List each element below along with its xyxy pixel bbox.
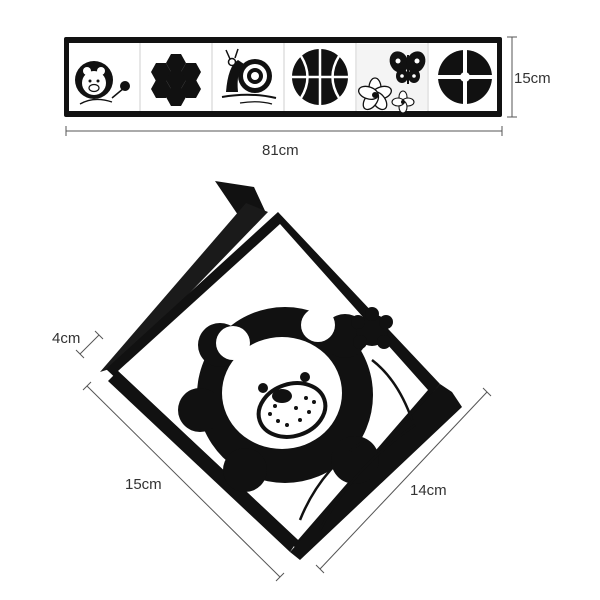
strip-width-dimension [65,126,503,136]
butterfly-flowers-icon [357,44,427,114]
strip-width-label: 81cm [262,142,299,159]
ball-icon [292,49,348,105]
lion-illustration [178,307,416,531]
cube-right-label: 14cm [410,482,447,499]
four-petal-icon [438,50,492,104]
cube-left-dimension [82,381,285,582]
lion-icon [75,61,130,105]
cloth-strip [64,37,502,117]
hexagon-cluster-icon [151,54,201,106]
cube-thickness-dimension [75,330,104,359]
cube-thickness-label: 4cm [52,330,81,347]
strip-height-dimension [507,36,517,118]
cloth-cube [100,181,462,560]
strip-height-label: 15cm [514,70,551,87]
snail-icon [221,48,277,105]
cube-left-label: 15cm [125,476,162,493]
cube-right-dimension [315,387,492,574]
lion-tail-tuft [351,307,393,349]
